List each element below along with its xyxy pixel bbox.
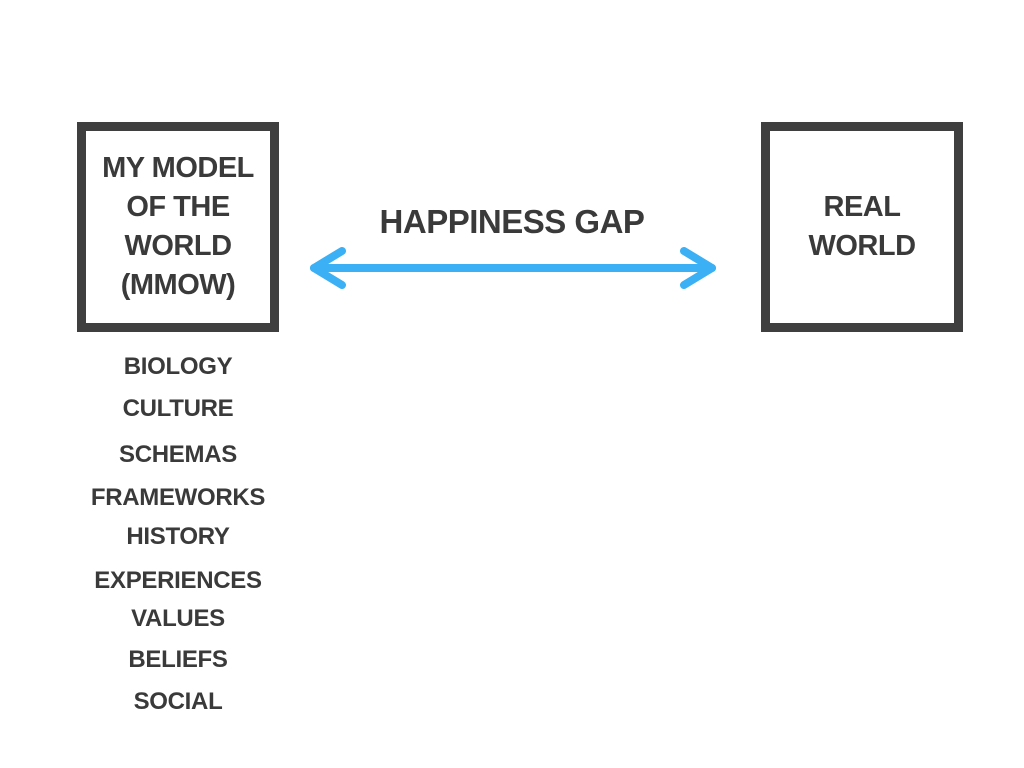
- double-arrow: [310, 247, 716, 289]
- mmow-box: MY MODEL OF THE WORLD (MMOW): [77, 122, 279, 332]
- real-world-label: REAL WORLD: [808, 191, 916, 262]
- factor-culture: CULTURE: [122, 395, 234, 422]
- arrow-head-right: [680, 247, 716, 289]
- factor-frameworks: FRAMEWORKS: [90, 484, 266, 511]
- factor-experiences: EXPERIENCES: [94, 567, 262, 594]
- factor-biology: BIOLOGY: [123, 353, 233, 380]
- real-world-box: REAL WORLD: [761, 122, 963, 332]
- mmow-label: MY MODEL OF THE WORLD (MMOW): [102, 152, 254, 301]
- factor-social: SOCIAL: [133, 688, 223, 715]
- factor-history: HISTORY: [126, 523, 230, 550]
- factor-schemas: SCHEMAS: [119, 441, 237, 468]
- factor-values: VALUES: [131, 605, 225, 632]
- arrow-head-left: [310, 247, 346, 289]
- factor-beliefs: BELIEFS: [128, 646, 228, 673]
- happiness-gap-label: HAPPINESS GAP: [379, 203, 645, 240]
